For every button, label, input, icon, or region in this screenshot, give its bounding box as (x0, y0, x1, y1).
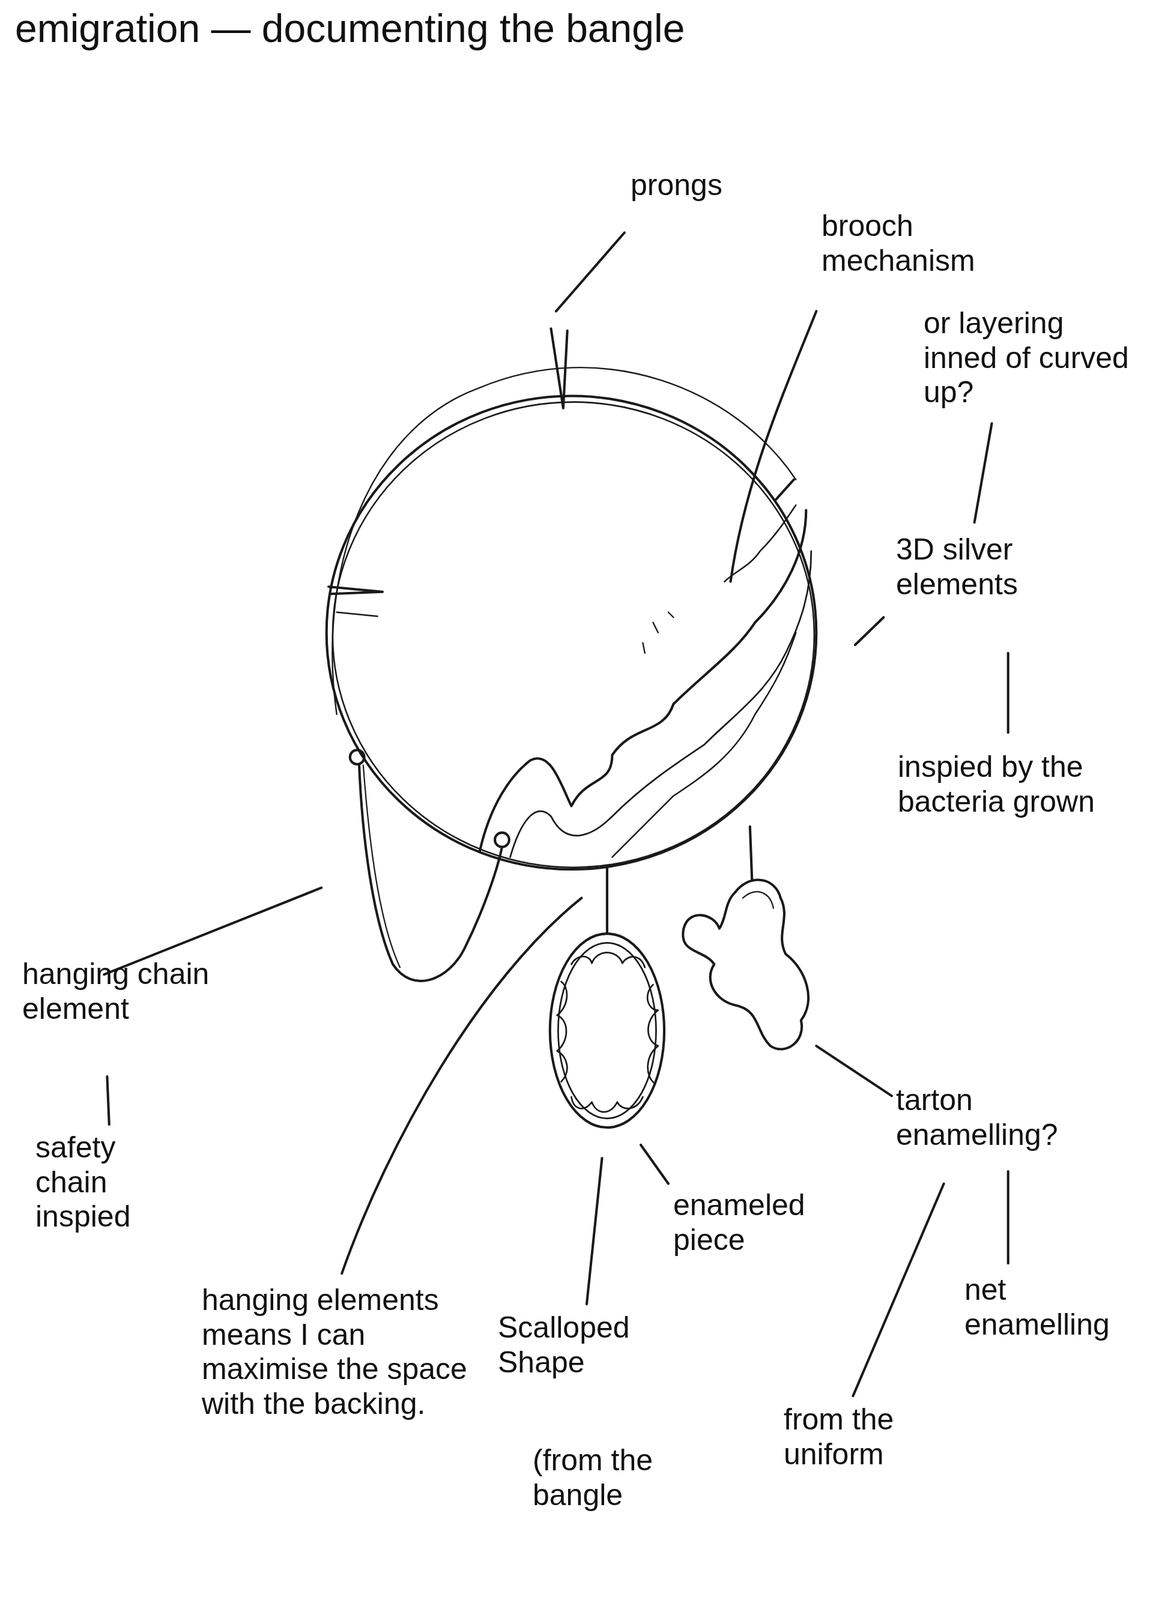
annotation-note: safety chain inspied (35, 1130, 189, 1235)
annotation-note: inspied by the bacteria grown (897, 750, 1117, 820)
annotation-note: or layering inned of curved up? (923, 306, 1143, 411)
annotation-note: prongs (630, 168, 805, 203)
annotation-note: tarton enamelling? (895, 1083, 1141, 1153)
annotation-note: net enamelling (964, 1273, 1149, 1343)
annotation-note: enameled piece (673, 1188, 868, 1258)
sheet-title: emigration — documenting the bangle (15, 6, 685, 52)
annotation-note: hanging elements means I can maximise th… (201, 1283, 478, 1422)
annotation-note: Scalloped Shape (497, 1310, 703, 1380)
annotation-note: from the uniform (783, 1402, 978, 1472)
annotation-note: (from the bangle (532, 1443, 727, 1513)
annotation-note: hanging chain element (22, 957, 227, 1027)
annotation-note: 3D silver elements (895, 532, 1050, 602)
annotation-note: brooch mechanism (821, 208, 1047, 279)
